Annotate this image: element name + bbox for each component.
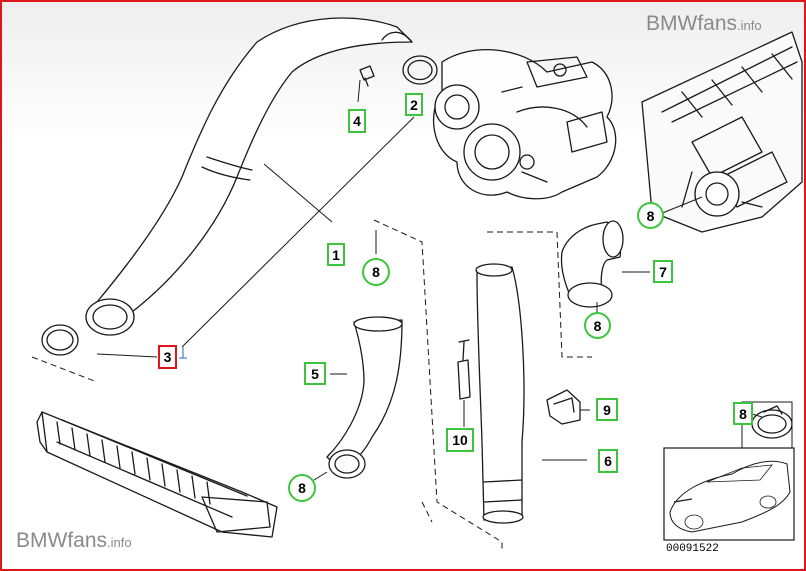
bolt-4 xyxy=(359,65,375,87)
bracket-9 xyxy=(546,389,581,425)
charge-pipe-1 xyxy=(85,17,413,336)
callout-6[interactable]: 6 xyxy=(598,449,618,473)
diagram-number: 00091522 xyxy=(666,543,719,555)
gasket-ring-2 xyxy=(402,55,438,85)
leader-3 xyxy=(96,353,158,358)
leader-8-top xyxy=(659,196,703,215)
callout-2[interactable]: 2 xyxy=(405,93,423,116)
callout-8-right[interactable]: 8 xyxy=(584,312,611,339)
gasket-ring-3 xyxy=(41,324,79,356)
intercooler xyxy=(36,411,278,538)
watermark-top-suffix: .info xyxy=(737,18,762,33)
hose-clamp-inset xyxy=(751,405,793,439)
callout-5[interactable]: 5 xyxy=(304,362,326,385)
watermark-top-brand: BMWfans xyxy=(646,12,738,35)
leader-4 xyxy=(357,79,361,103)
sensor-10 xyxy=(457,339,471,400)
watermark-bottom-brand: BMWfans xyxy=(16,529,108,552)
callout-3[interactable]: 3 xyxy=(158,345,177,369)
callout-7[interactable]: 7 xyxy=(653,260,673,283)
intake-manifold xyxy=(641,31,803,233)
leader-1 xyxy=(263,163,333,223)
leader-2 xyxy=(181,116,415,348)
watermark-bottom: BMWfans.info xyxy=(16,529,132,553)
assembly-group-lines xyxy=(31,219,592,552)
leader-8-inset xyxy=(751,413,763,418)
callout-4[interactable]: 4 xyxy=(348,109,366,133)
pointer-marker xyxy=(179,347,187,359)
watermark-top: BMWfans.info xyxy=(646,12,762,36)
vehicle-inset xyxy=(663,401,795,541)
intake-duct-5 xyxy=(326,316,403,479)
intake-pipe-6 xyxy=(475,263,525,524)
watermark-bottom-suffix: .info xyxy=(107,535,132,550)
callout-8-top[interactable]: 8 xyxy=(637,202,664,229)
callout-1[interactable]: 1 xyxy=(327,243,345,266)
turbocharger xyxy=(432,49,617,200)
callout-9[interactable]: 9 xyxy=(596,398,618,421)
callout-10[interactable]: 10 xyxy=(446,428,474,452)
callout-8-inset[interactable]: 8 xyxy=(733,402,753,425)
elbow-hose-7 xyxy=(560,220,624,308)
callout-8-bottom[interactable]: 8 xyxy=(288,474,316,502)
callout-8-mid[interactable]: 8 xyxy=(362,258,390,286)
leader-8-bottom xyxy=(313,471,328,481)
